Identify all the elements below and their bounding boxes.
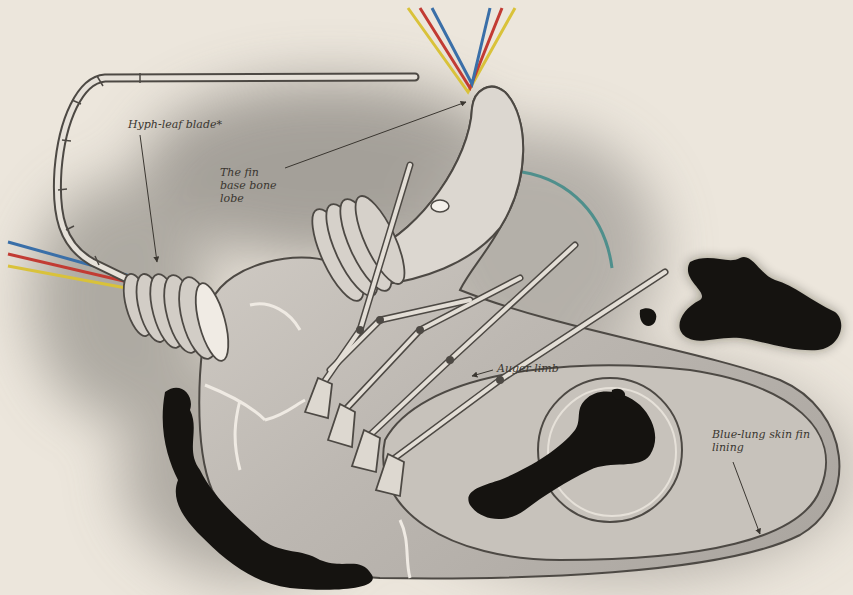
part-label: The fin base bone lobe <box>220 166 282 205</box>
ribbed-ring <box>118 271 235 364</box>
lower-sac <box>383 365 826 560</box>
leader-line <box>472 370 493 376</box>
eye <box>431 200 449 212</box>
part-label: Blue-lung skin fin lining <box>712 428 812 454</box>
leader-line <box>140 135 157 262</box>
leader-lines <box>140 102 760 534</box>
leader-line <box>285 102 466 168</box>
leader-line <box>733 462 760 534</box>
graphite-smudge <box>30 80 850 580</box>
ink-blot <box>163 257 842 590</box>
part-label: Hyph-leaf blade* <box>128 118 248 131</box>
part-label: Auger limb <box>497 362 587 375</box>
color-lines <box>8 8 612 288</box>
